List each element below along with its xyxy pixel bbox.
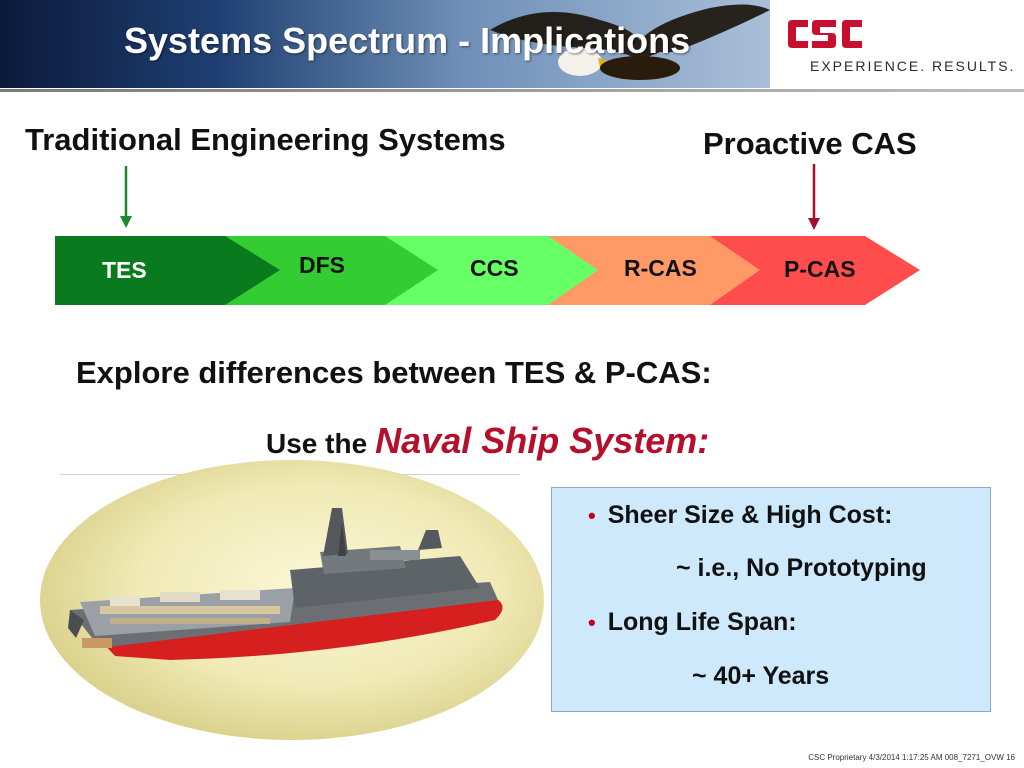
systems-spectrum-bar (55, 236, 920, 305)
spectrum-segment-tes (55, 236, 280, 305)
logo-tagline: EXPERIENCE. RESULTS. (810, 58, 1016, 74)
bullet-size-cost-text: Sheer Size & High Cost: (607, 501, 893, 529)
bullet-life-span: • Long Life Span: (588, 608, 797, 637)
traditional-engineering-label: Traditional Engineering Systems (25, 122, 506, 157)
bullet-life-span-text: Long Life Span: (607, 608, 797, 636)
spectrum-segment-pcas (700, 236, 920, 305)
naval-ship-system-emphasis: Naval Ship System: (375, 420, 710, 461)
spectrum-segment-dfs (225, 236, 438, 305)
info-box: • Sheer Size & High Cost: ~ i.e., No Prot… (551, 487, 991, 712)
header-divider (0, 89, 1024, 92)
spectrum-label-rcas: R-CAS (624, 255, 697, 281)
footer-note: CSC Proprietary 4/3/2014 1:17:25 AM 008_… (808, 753, 1015, 762)
header-banner: Systems Spectrum - Implications (0, 0, 770, 88)
sub-forty-years: ~ 40+ Years (692, 662, 830, 690)
spectrum-label-pcas: P-CAS (784, 256, 856, 282)
bullet-dot-icon: • (588, 503, 596, 528)
logo-area: EXPERIENCE. RESULTS. (770, 0, 1024, 88)
spectrum-label-tes: TES (102, 257, 147, 283)
use-the-prefix: Use the (266, 428, 368, 459)
slide-title: Systems Spectrum - Implications (124, 20, 691, 61)
bullet-dot-icon: • (588, 610, 596, 635)
csc-logo (788, 20, 862, 48)
spectrum-label-ccs: CCS (470, 255, 519, 281)
tes-pointer-arrow-icon (120, 166, 132, 228)
spectrum-segment-ccs (385, 236, 598, 305)
proactive-cas-label: Proactive CAS (703, 126, 917, 161)
eagle-image (490, 4, 770, 80)
explore-heading: Explore differences between TES & P-CAS: (76, 355, 712, 390)
spectrum-segment-rcas (548, 236, 760, 305)
spectrum-label-dfs: DFS (299, 252, 345, 278)
pcas-pointer-arrow-icon (808, 164, 820, 230)
naval-ship-image (68, 508, 503, 660)
bullet-size-cost: • Sheer Size & High Cost: (588, 501, 892, 530)
sub-no-prototyping: ~ i.e., No Prototyping (676, 554, 927, 582)
